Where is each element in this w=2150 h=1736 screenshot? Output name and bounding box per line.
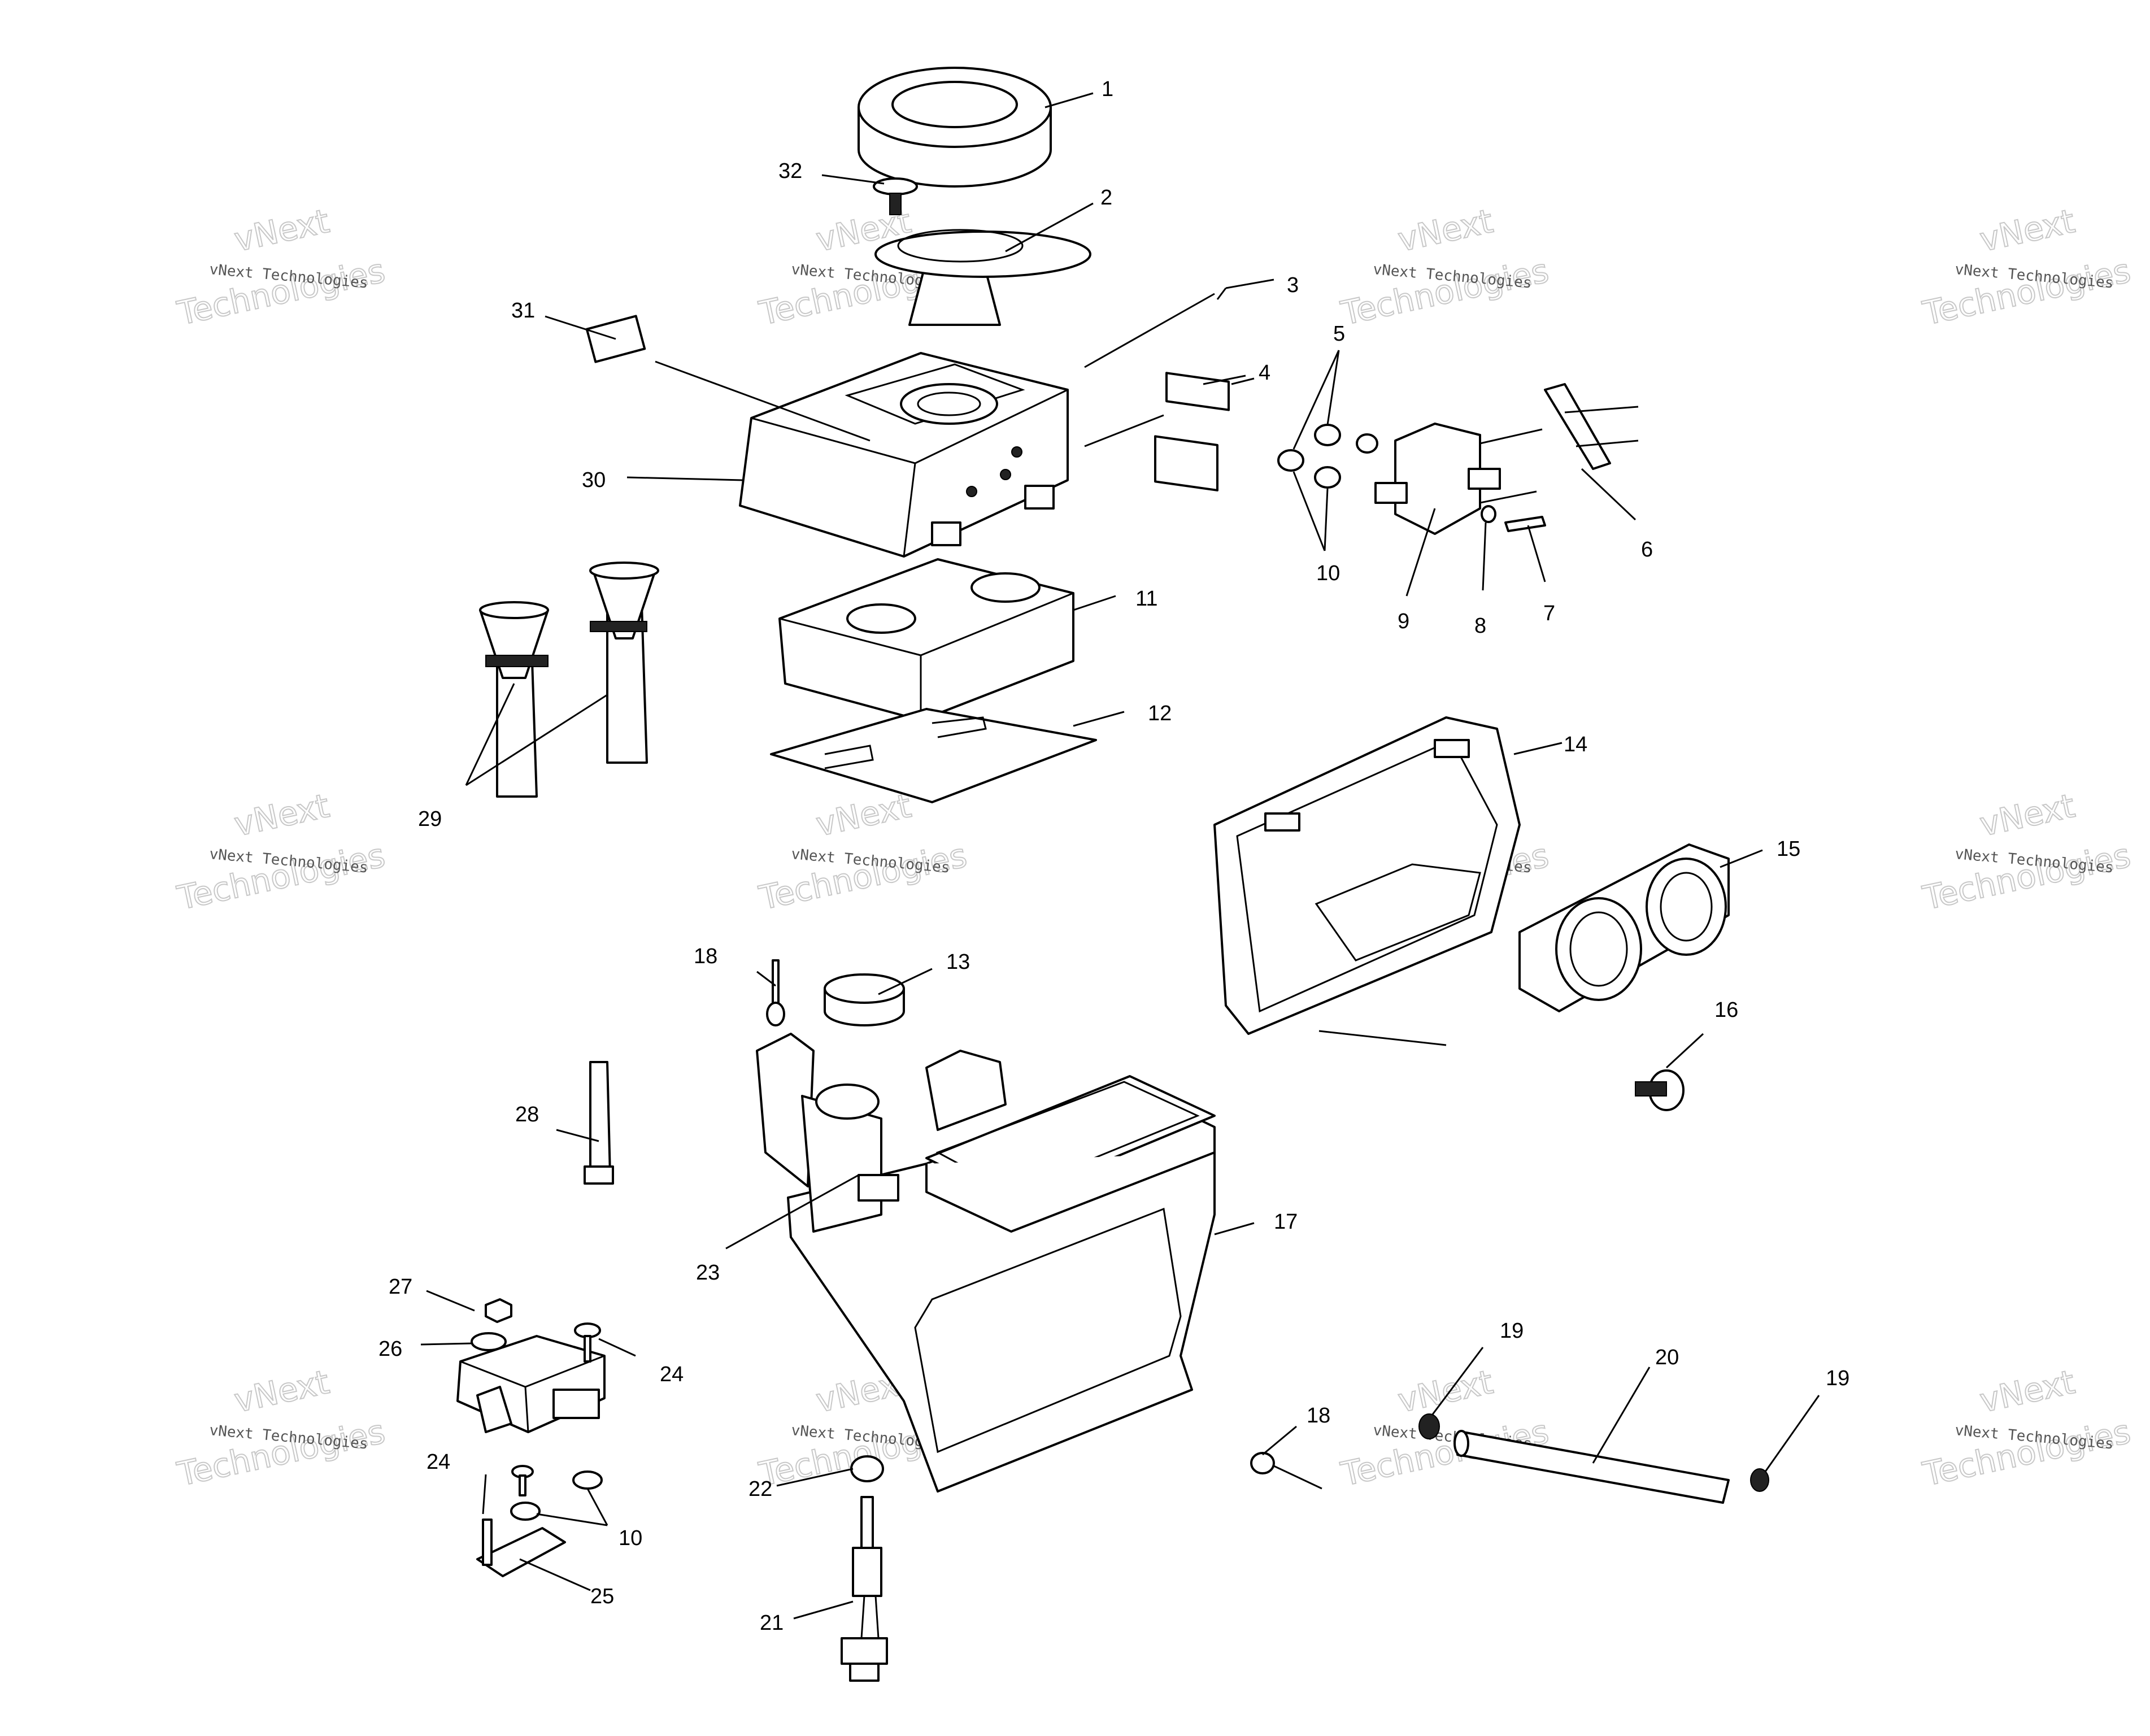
svg-text:Technologies: Technologies [1920,836,2134,917]
svg-text:vNext: vNext [231,1363,333,1420]
callout-4: 4 [1259,361,1270,385]
callout-19-left: 19 [1500,1319,1524,1343]
watermark: vNext Technologies vNext Technologies [173,786,389,918]
part-drain-plug [850,1455,884,1482]
svg-text:vNext: vNext [1395,1363,1496,1420]
svg-text:Technologies: Technologies [1920,1412,2134,1494]
callout-26: 26 [378,1337,402,1361]
callout-31: 31 [511,299,535,323]
part-housing-plate [1213,716,1521,1035]
leader-lines [420,92,1820,1620]
part-intake-horn [874,229,1091,326]
callout-9: 9 [1398,610,1409,633]
svg-text:Technologies: Technologies [174,836,389,917]
part-decal-3 [1154,435,1218,491]
part-bolt-16 [1635,1069,1685,1111]
svg-text:Technologies: Technologies [1338,251,1552,333]
callout-labels: 1 2 3 4 5 6 7 8 9 10 10 11 12 13 14 15 1… [378,77,1849,1635]
callout-28: 28 [515,1103,539,1126]
callout-29: 29 [418,807,442,831]
part-decal-4 [1165,372,1230,411]
svg-text:Technologies: Technologies [174,251,389,333]
callout-6: 6 [1641,538,1653,562]
svg-text:vNext: vNext [231,786,333,844]
callout-23: 23 [696,1261,720,1285]
callout-32: 32 [778,159,802,183]
svg-text:vNext: vNext [1395,202,1496,259]
part-clamp-19-left [1418,1413,1440,1439]
callout-13: 13 [946,950,970,974]
part-hose [1453,1430,1730,1504]
part-rivet-18-upper [766,959,785,1026]
callout-3: 3 [1287,273,1299,297]
watermark: vNext Technologies vNext Technologies [755,786,971,918]
svg-text:Technologies: Technologies [174,1412,389,1494]
watermark: vNext Technologies vNext Technologies [1337,1362,1553,1494]
callout-17: 17 [1274,1210,1298,1234]
callout-25: 25 [590,1585,614,1608]
part-airbox-cover [739,352,1069,558]
callout-2: 2 [1100,186,1112,210]
callout-19-right: 19 [1826,1367,1849,1390]
callout-24-upper: 24 [660,1363,684,1386]
watermark: vNext Technologies vNext Technologies [1919,786,2135,918]
part-cdi-module [456,1298,606,1577]
callout-10-lower: 10 [619,1526,642,1550]
part-push-rivet [873,177,918,215]
callout-14: 14 [1564,733,1587,756]
callout-30: 30 [582,468,606,492]
part-coil-assembly [1277,383,1639,535]
callout-16: 16 [1714,998,1738,1022]
callout-1: 1 [1102,77,1113,101]
part-rivet-18-lower [1250,1452,1322,1490]
callout-7: 7 [1543,602,1555,625]
svg-text:vNext: vNext [813,786,915,844]
callout-11: 11 [1135,587,1157,611]
callout-21: 21 [760,1611,784,1635]
svg-text:Technologies: Technologies [756,836,970,917]
callout-20: 20 [1655,1346,1679,1369]
callout-18-lower: 18 [1307,1404,1330,1428]
part-clamp-19-right [1750,1468,1769,1492]
watermark: vNext Technologies vNext Technologies [1919,1362,2135,1494]
callout-8: 8 [1474,614,1486,638]
watermark: vNext Technologies vNext Technologies [173,1362,389,1494]
callout-15: 15 [1777,837,1800,861]
svg-text:Technologies: Technologies [1920,251,2134,333]
watermark: vNext Technologies vNext Technologies [173,201,389,333]
callout-18-upper: 18 [694,945,717,968]
part-latch [584,1061,614,1185]
part-foam-ring [858,67,1052,188]
part-sensor-harness [841,1496,888,1682]
part-gasket [770,708,1097,803]
part-adapter-plate [1518,843,1730,1012]
svg-text:vNext: vNext [1977,786,2078,844]
svg-text:vNext: vNext [1977,202,2078,259]
part-airbox [756,1033,1216,1493]
svg-text:vNext: vNext [1977,1363,2078,1420]
callout-12: 12 [1148,702,1172,725]
watermark: vNext Technologies vNext Technologies [1919,201,2135,333]
part-cap [824,973,905,1026]
watermark: vNext Technologies vNext Technologies [1337,201,1553,333]
callout-24-lower: 24 [426,1450,450,1474]
part-filter-block [778,558,1074,721]
part-intake-tubes [479,562,659,798]
callout-5: 5 [1333,322,1345,346]
callout-27: 27 [389,1275,412,1299]
callout-22: 22 [748,1477,772,1501]
callout-10-upper: 10 [1316,562,1340,585]
svg-text:vNext: vNext [231,202,333,259]
